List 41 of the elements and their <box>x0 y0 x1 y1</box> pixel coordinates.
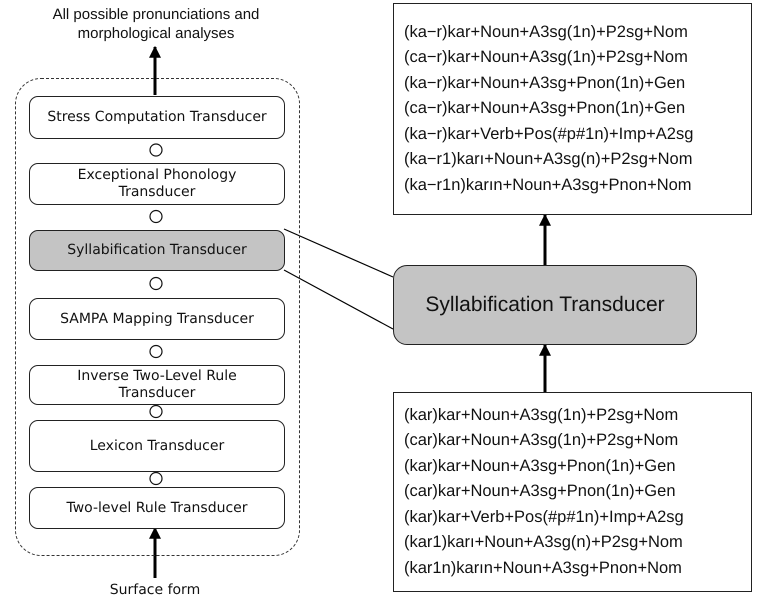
highlighted-transducer-box <box>29 230 285 271</box>
analysis-line: (kar)kar+Noun+A3sg+Pnon(1n)+Gen <box>404 456 676 477</box>
dashed-group-outline <box>15 78 300 556</box>
analysis-line: (ka−r1n)karın+Noun+A3sg+Pnon+Nom <box>404 174 692 196</box>
transducer-label: Two-level Rule Transducer <box>66 500 248 516</box>
analysis-line: (kar)kar+Verb+Pos(#p#1n)+Imp+A2sg <box>404 506 684 528</box>
analysis-line: (ka−r)kar+Verb+Pos(#p#1n)+Imp+A2sg <box>404 124 694 145</box>
zoom-line <box>284 228 394 278</box>
transducer-box <box>29 487 285 529</box>
analysis-line: (ka−r)kar+Noun+A3sg(1n)+P2sg+Nom <box>404 22 688 43</box>
analysis-line: (ca−r)kar+Noun+A3sg(1n)+P2sg+Nom <box>404 47 688 68</box>
transducer-box <box>29 163 285 205</box>
transducer-label: Inverse Two-Level Rule Transducer <box>76 368 238 402</box>
analysis-line: (ka−r)kar+Noun+A3sg+Pnon(1n)+Gen <box>404 72 686 94</box>
output-label: All possible pronunciations and morphological analyses <box>25 3 287 47</box>
analysis-line: (car)kar+Noun+A3sg+Pnon(1n)+Gen <box>404 481 676 502</box>
transducer-box <box>29 298 285 340</box>
highlighted-transducer-box <box>393 265 697 345</box>
transducer-label: Lexicon Transducer <box>90 438 224 454</box>
analysis-line: (ca−r)kar+Noun+A3sg+Pnon(1n)+Gen <box>404 98 686 120</box>
analysis-list-box <box>393 3 752 215</box>
arrow <box>149 526 161 578</box>
transducer-box <box>29 365 285 405</box>
transducer-label: Exceptional Phonology Transducer <box>76 167 238 201</box>
analysis-line: (kar)kar+Noun+A3sg(1n)+P2sg+Nom <box>404 404 678 426</box>
analysis-line: (kar1)karı+Noun+A3sg(n)+P2sg+Nom <box>404 532 683 554</box>
arrow <box>539 214 551 265</box>
input-label: Surface form <box>90 578 220 602</box>
arrow <box>539 344 551 392</box>
analysis-line: (ka−r1)karı+Noun+A3sg(n)+P2sg+Nom <box>404 149 692 170</box>
transducer-label: SAMPA Mapping Transducer <box>60 310 254 328</box>
analysis-line: (car)kar+Noun+A3sg(1n)+P2sg+Nom <box>404 430 678 452</box>
zoom-line <box>284 269 394 330</box>
analysis-list-box <box>393 392 752 592</box>
arrow <box>149 46 161 95</box>
transducer-box <box>29 420 285 472</box>
transducer-label: Syllabification Transducer <box>425 293 665 317</box>
transducer-box <box>29 96 285 139</box>
transducer-label: Stress Computation Transducer <box>47 109 267 126</box>
analysis-line: (kar1n)karın+Noun+A3sg+Pnon+Nom <box>404 558 682 579</box>
transducer-label: Syllabification Transducer <box>67 242 247 259</box>
